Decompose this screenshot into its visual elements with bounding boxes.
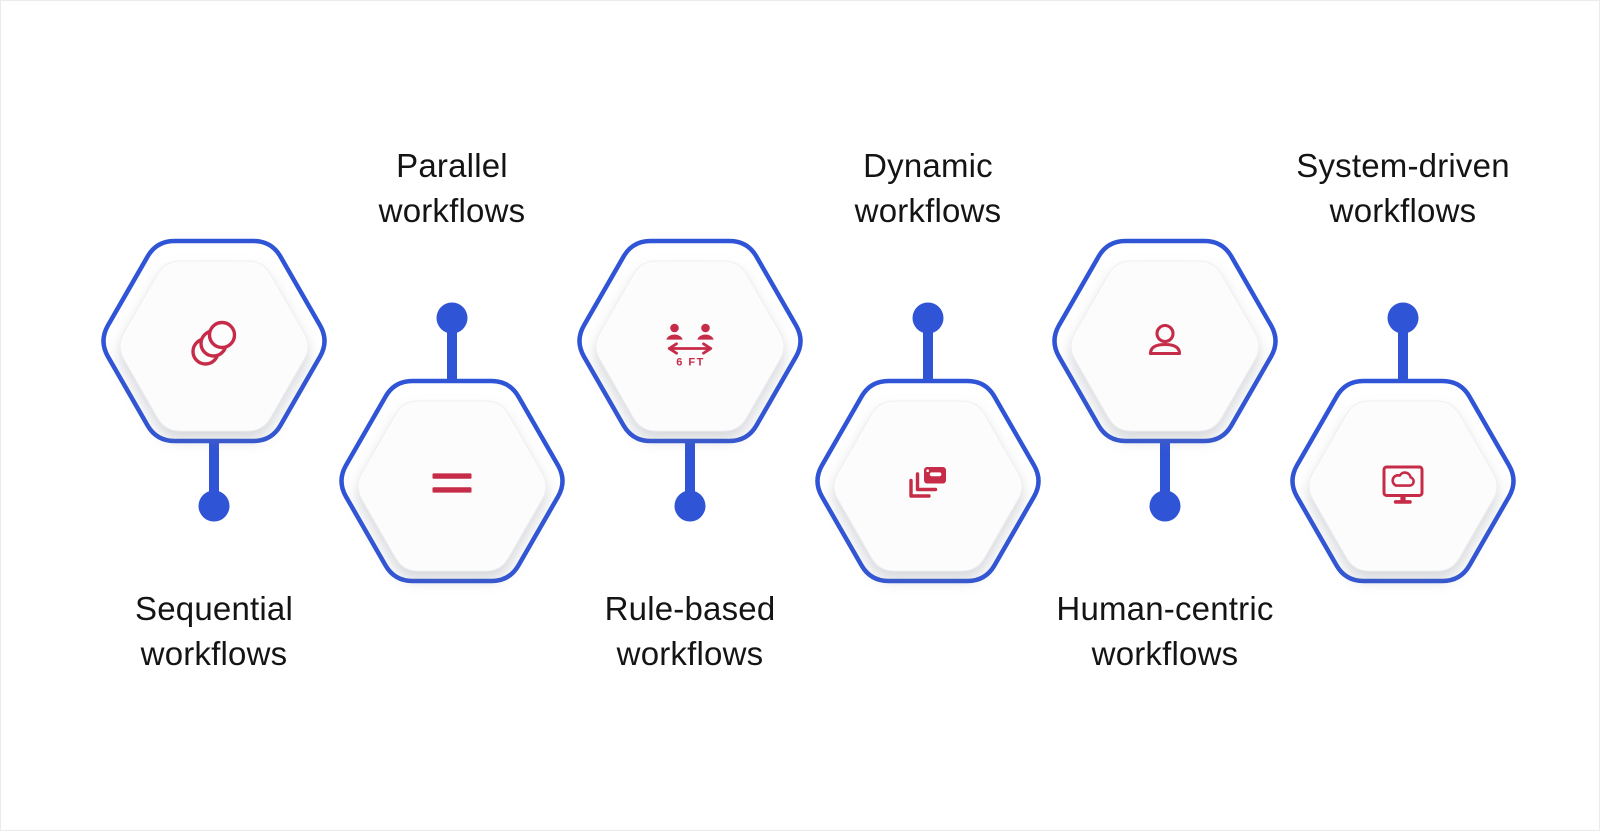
workflow-node-human-centric: Human-centric workflows	[1025, 1, 1305, 830]
hexagon-graphic	[1283, 300, 1523, 596]
distance-text: 6 FT	[676, 357, 705, 369]
connector-dot	[1149, 490, 1181, 522]
label-line: workflows	[140, 635, 288, 672]
hexagon-graphic	[94, 238, 334, 534]
cloud-glyph	[1391, 471, 1415, 487]
workflow-label: Dynamic workflows	[788, 143, 1068, 233]
hexagon-inner	[833, 400, 1023, 572]
workflow-node-system-driven: System-driven workflows	[1263, 1, 1543, 830]
workflow-node-parallel: Parallel workflows	[312, 1, 592, 830]
equals-icon	[432, 473, 472, 493]
label-line: workflows	[616, 635, 764, 672]
hexagon-graphic	[808, 300, 1048, 596]
label-line: workflows	[854, 192, 1002, 229]
connector-dot	[674, 490, 706, 522]
workflow-node-graphic	[101, 238, 327, 522]
workflow-node-sequential: Sequential workflows	[74, 1, 354, 830]
label-line: Parallel	[396, 147, 508, 184]
workflow-label: System-driven workflows	[1263, 143, 1543, 233]
workflow-node-graphic	[1052, 238, 1278, 522]
label-line: workflows	[1329, 192, 1477, 229]
workflow-node-graphic	[339, 302, 565, 584]
hexagon-inner	[357, 400, 547, 572]
connector-dot	[1387, 302, 1419, 334]
workflow-node-graphic	[815, 302, 1041, 584]
hexagon-graphic	[1045, 238, 1285, 534]
workflow-label: Sequential workflows	[74, 586, 354, 676]
workflow-node-dynamic: Dynamic workflows	[788, 1, 1068, 830]
label-line: Dynamic	[863, 147, 993, 184]
hexagon-graphic	[332, 300, 572, 596]
label-line: Rule-based	[604, 590, 776, 627]
stacked-circles-icon	[191, 320, 237, 366]
label-line: workflows	[1091, 635, 1239, 672]
person-icon	[1148, 323, 1182, 356]
workflow-label: Rule-based workflows	[550, 586, 830, 676]
label-line: System-driven	[1296, 147, 1510, 184]
connector-dot	[912, 302, 944, 334]
workflow-label: Parallel workflows	[312, 143, 592, 233]
label-line: Sequential	[135, 590, 293, 627]
workflow-node-graphic: 6 FT	[577, 238, 803, 522]
connector-dot	[436, 302, 468, 334]
connector-dot	[198, 490, 230, 522]
workflow-label: Human-centric workflows	[1025, 586, 1305, 676]
cascading-windows-icon	[909, 467, 946, 498]
workflow-node-graphic	[1290, 302, 1516, 584]
hexagon-inner	[595, 260, 785, 432]
hexagon-graphic: 6 FT	[570, 238, 810, 534]
label-line: Human-centric	[1056, 590, 1274, 627]
label-line: workflows	[378, 192, 526, 229]
social-distance-icon: 6 FT	[666, 323, 714, 369]
workflow-node-rule-based: 6 FT Rule-based workflows	[550, 1, 830, 830]
monitor-cloud-icon	[1382, 465, 1424, 504]
